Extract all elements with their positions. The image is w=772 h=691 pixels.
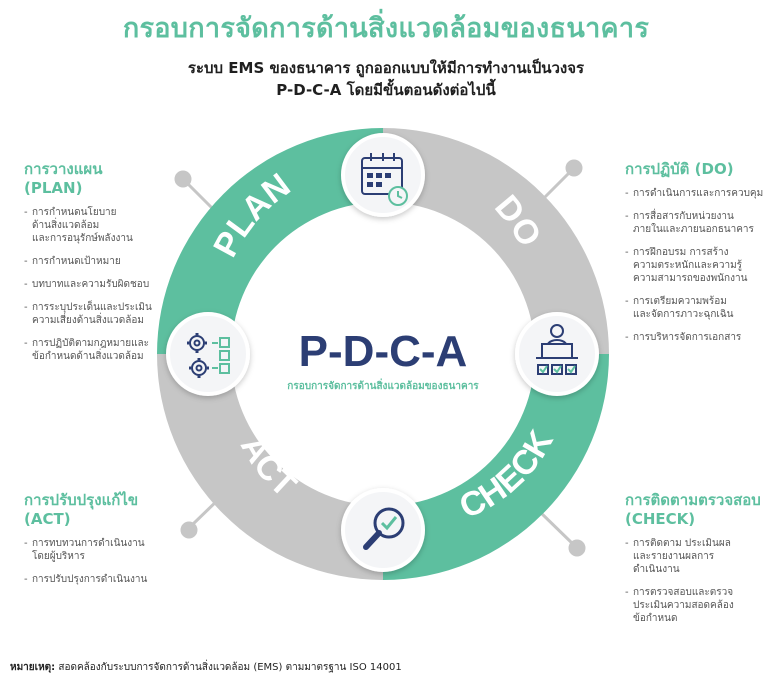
subtitle-line-2: P-D-C-A โดยมีขั้นตอนดังต่อไปนี้ xyxy=(276,81,496,99)
ring-segment-plan xyxy=(157,128,383,354)
do-panel: การปฏิบัติ (DO) การดำเนินการและการควบคุม… xyxy=(625,160,770,354)
plan-heading-line-1: การวางแผน xyxy=(24,160,103,178)
list-item: การฝึกอบรม การสร้าง ความตระหนักและความรู… xyxy=(625,246,770,285)
magnifier-check-icon xyxy=(363,507,405,550)
page-title: กรอบการจัดการด้านสิ่งแวดล้อมของธนาคาร xyxy=(122,13,650,44)
list-item: การปฏิบัติตามกฎหมายและ ข้อกำหนดด้านสิ่งแ… xyxy=(24,337,184,363)
list-item: การระบุประเด็นและประเมิน ความเสี่ยงด้านส… xyxy=(24,301,184,327)
center-circle xyxy=(233,204,533,504)
plan-list: การกำหนดนโยบาย ด้านสิ่งแวดล้อม และการอนุ… xyxy=(24,206,184,363)
footnote-label: หมายเหตุ: xyxy=(10,662,56,673)
connector-lines xyxy=(174,159,586,557)
list-item: บทบาทและความรับผิดชอบ xyxy=(24,278,184,291)
act-heading-line-2: (ACT) xyxy=(24,510,71,528)
list-item: การดำเนินการและการควบคุม xyxy=(625,187,770,200)
list-item: การปรับปรุงการดำเนินงาน xyxy=(24,573,184,586)
ring-segment-do xyxy=(383,128,609,354)
calendar-icon xyxy=(361,153,408,206)
do-heading: การปฏิบัติ (DO) xyxy=(625,160,734,178)
plan-panel: การวางแผน (PLAN) การกำหนดนโยบาย ด้านสิ่ง… xyxy=(24,160,184,373)
list-item: การตรวจสอบและตรวจ ประเมินความสอดคล้อง ข้… xyxy=(625,586,770,625)
ring-segment-act xyxy=(157,354,383,580)
center-title: P-D-C-A xyxy=(299,327,468,376)
presenter-checklist-icon xyxy=(536,324,578,375)
gears-checklist-icon xyxy=(187,333,230,378)
list-item: การบริหารจัดการเอกสาร xyxy=(625,331,770,344)
list-item: การกำหนดนโยบาย ด้านสิ่งแวดล้อม และการอนุ… xyxy=(24,206,184,245)
footnote-text: สอดคล้องกับระบบการจัดการด้านสิ่งแวดล้อม … xyxy=(55,662,402,673)
list-item: การเตรียมความพร้อม และจัดการภาวะฉุกเฉิน xyxy=(625,295,770,321)
check-heading-line-2: (CHECK) xyxy=(625,510,696,528)
center-subtitle: กรอบการจัดการด้านสิ่งแวดล้อมของธนาคาร xyxy=(287,378,479,392)
list-item: การกำหนดเป้าหมาย xyxy=(24,255,184,268)
list-item: การทบทวนการดำเนินงาน โดยผู้บริหาร xyxy=(24,537,184,563)
act-panel: การปรับปรุงแก้ไข (ACT) การทบทวนการดำเนิน… xyxy=(24,491,184,596)
check-icon-badge xyxy=(341,488,425,572)
act-list: การทบทวนการดำเนินงาน โดยผู้บริหาร การปรั… xyxy=(24,537,184,586)
ring-segment-check xyxy=(383,354,609,580)
footnote: หมายเหตุ: สอดคล้องกับระบบการจัดการด้านสิ… xyxy=(10,660,402,675)
subtitle-line-1: ระบบ EMS ของธนาคาร ถูกออกแบบให้มีการทำงา… xyxy=(187,59,585,77)
check-list: การติดตาม ประเมินผล และรายงานผลการ ดำเนิ… xyxy=(625,537,770,625)
check-panel: การติดตามตรวจสอบ (CHECK) การติดตาม ประเม… xyxy=(625,491,770,635)
check-heading-line-1: การติดตามตรวจสอบ xyxy=(625,491,761,509)
plan-icon-badge xyxy=(341,133,425,217)
plan-heading-line-2: (PLAN) xyxy=(24,179,83,197)
list-item: การติดตาม ประเมินผล และรายงานผลการ ดำเนิ… xyxy=(625,537,770,576)
list-item: การสื่อสารกับหน่วยงาน ภายในและภายนอกธนาค… xyxy=(625,210,770,236)
do-list: การดำเนินการและการควบคุม การสื่อสารกับหน… xyxy=(625,187,770,344)
act-heading-line-1: การปรับปรุงแก้ไข xyxy=(24,491,139,509)
